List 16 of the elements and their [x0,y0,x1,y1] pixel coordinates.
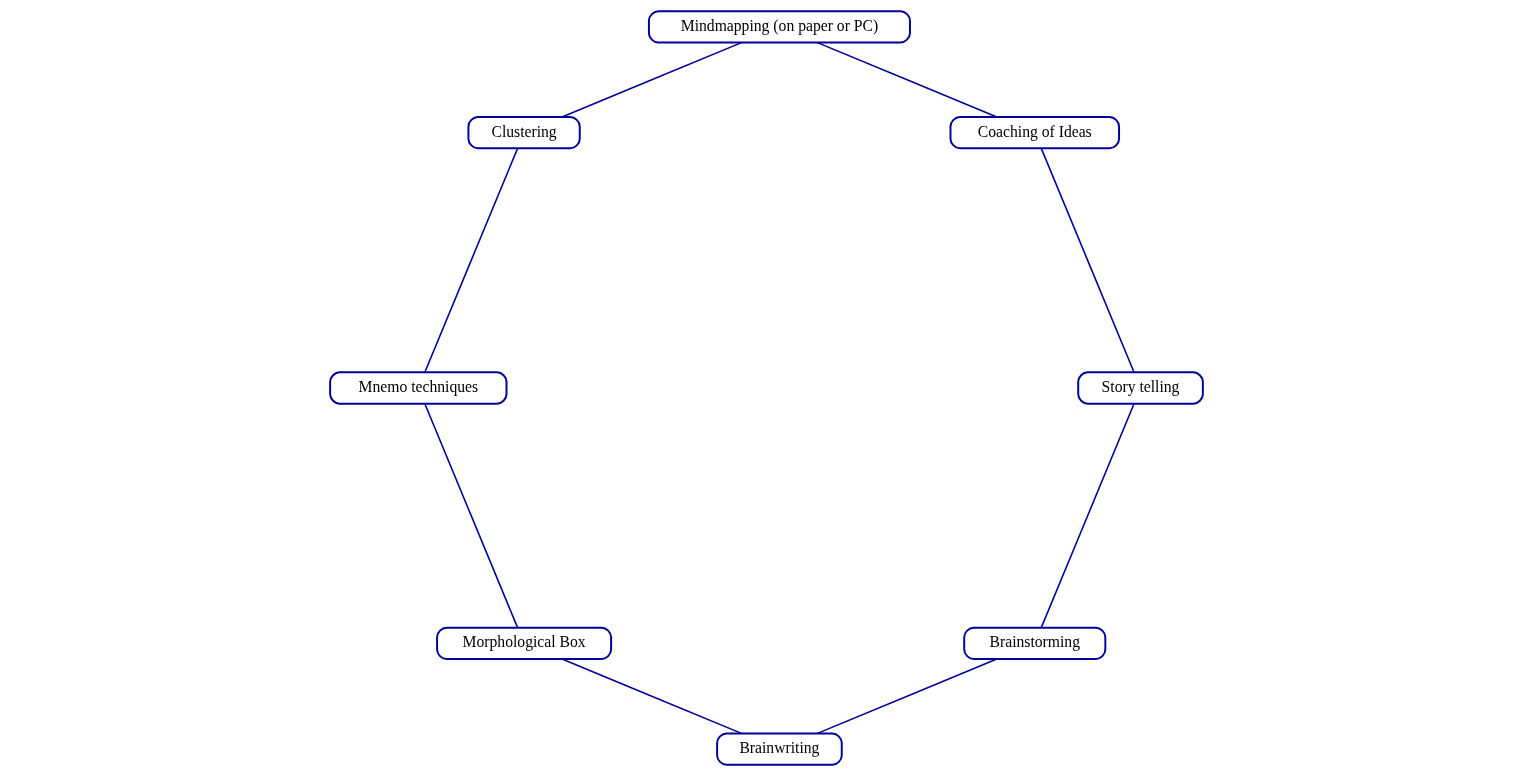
node-box: Clustering [466,116,581,150]
connector [816,658,998,735]
connector [1040,147,1135,373]
node-box: Brainstorming [962,626,1106,660]
node-box: Morphological Box [435,626,612,660]
connector [423,147,518,373]
node-box: Mindmapping (on paper or PC) [647,10,911,44]
connector [560,41,742,118]
connector [1040,403,1135,629]
connector [816,41,998,118]
node-box: Coaching of Ideas [949,116,1120,150]
connector [560,658,742,735]
node-box: Mnemo techniques [328,371,507,405]
connector [423,403,518,629]
node-box: Brainwriting [715,732,843,766]
node-box: Story telling [1076,371,1204,405]
